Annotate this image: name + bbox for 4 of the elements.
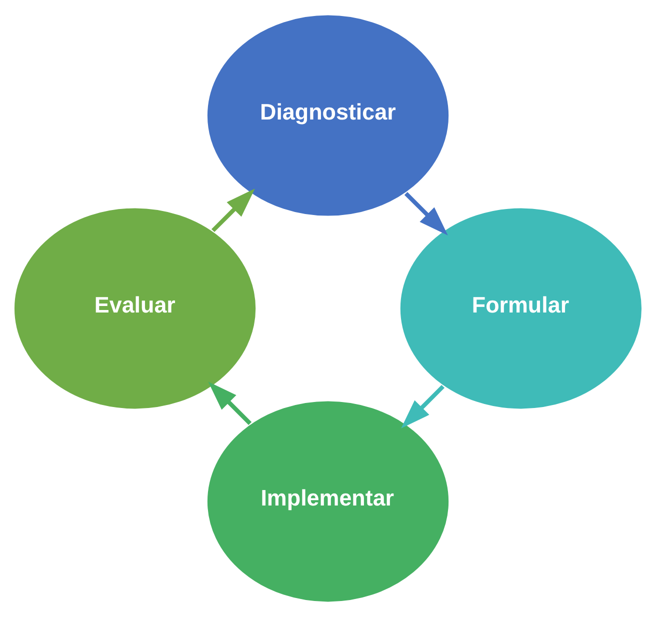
arrow [404,192,448,236]
arrow [401,384,445,428]
arrow [208,382,252,425]
arrow [212,188,255,232]
